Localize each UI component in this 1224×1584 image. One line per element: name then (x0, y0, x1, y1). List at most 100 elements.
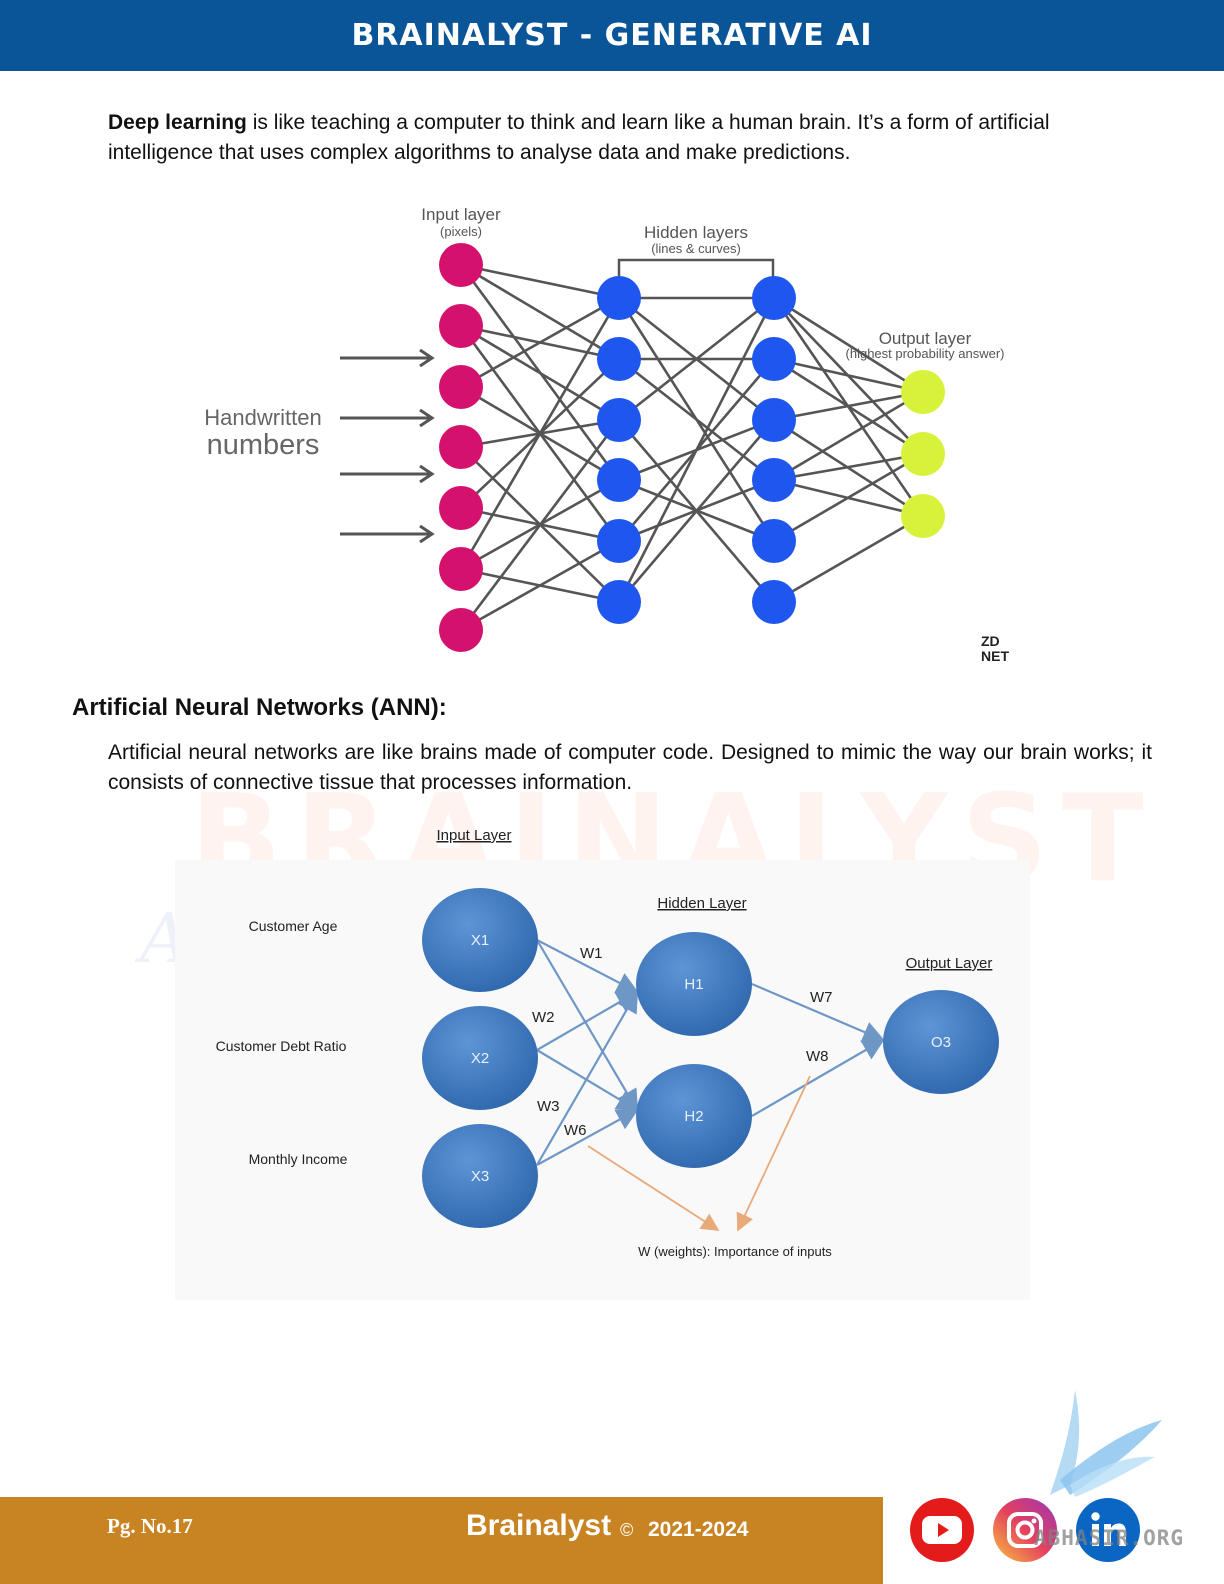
network-edge (618, 419, 775, 603)
intro-text: is like teaching a computer to think and… (108, 111, 1050, 164)
header-title: BRAINALYST - GENERATIVE AI (351, 18, 873, 53)
node-h2 (636, 1064, 752, 1168)
weight-w2: W2 (532, 1009, 555, 1026)
label-customer-debt-ratio: Customer Debt Ratio (216, 1038, 347, 1054)
input-layer-title: Input layer (421, 205, 501, 224)
network-edge (618, 357, 775, 482)
output-node (901, 494, 945, 538)
network-edge (459, 419, 621, 631)
output-layer-title: Output layer (879, 329, 972, 348)
node-x1 (422, 888, 538, 992)
hidden-node (597, 580, 641, 624)
network-edge (773, 296, 924, 394)
input-node (439, 486, 483, 530)
node-h2-label: H2 (684, 1108, 703, 1125)
node-o3-label: O3 (931, 1034, 951, 1051)
input-node (439, 547, 483, 591)
svg-text:ZD: ZD (981, 633, 1000, 649)
weight-w1: W1 (580, 945, 603, 962)
output-layer-heading: Output Layer (906, 955, 993, 972)
network-edge (773, 452, 924, 482)
network-edges (459, 263, 925, 632)
network-nodes (439, 243, 945, 652)
label-monthly-income: Monthly Income (249, 1151, 348, 1167)
hidden-node (597, 276, 641, 320)
intro-paragraph: Deep learning is like teaching a compute… (108, 108, 1152, 168)
network-edge (618, 296, 775, 422)
output-node (901, 370, 945, 414)
hidden-node (597, 337, 641, 381)
hidden-node (752, 458, 796, 502)
output-node (901, 432, 945, 476)
hidden-layers-bracket (617, 258, 775, 278)
network-edge (773, 357, 924, 394)
node-x3 (422, 1124, 538, 1228)
input-node (439, 425, 483, 469)
ann-paragraph: Artificial neural networks are like brai… (108, 741, 1152, 794)
network-edge (617, 297, 776, 603)
node-h1-label: H1 (684, 976, 703, 993)
node-x1-label: X1 (471, 932, 489, 949)
ann-diagram: Input Layer Hidden Layer Output Layer Cu… (175, 827, 1030, 1300)
label-customer-age: Customer Age (249, 918, 338, 934)
intro-bold-term: Deep learning (108, 111, 247, 134)
hidden-layers-subtitle: (lines & curves) (651, 241, 741, 256)
hidden-node (752, 580, 796, 624)
input-node (439, 243, 483, 287)
network-edge (460, 296, 620, 389)
ann-note-arrows (587, 1075, 811, 1232)
zdnet-logo: ZD NET (981, 633, 1009, 664)
bird-logo (1050, 1390, 1162, 1497)
network-edge (460, 539, 620, 632)
footer-brand: Brainalyst (466, 1509, 612, 1542)
hidden-node (752, 337, 796, 381)
page-header: BRAINALYST - GENERATIVE AI (0, 0, 1224, 71)
input-node (439, 365, 483, 409)
hidden-node (597, 398, 641, 442)
instagram-icon[interactable] (992, 1497, 1058, 1563)
linkedin-icon[interactable] (1075, 1497, 1141, 1563)
footer-years: 2021-2024 (648, 1518, 749, 1541)
page-footer (0, 1497, 883, 1584)
weights-note: W (weights): Importance of inputs (638, 1244, 832, 1259)
node-o3 (883, 990, 999, 1094)
site-watermark: ABHASIR.ORG (1034, 1526, 1185, 1550)
input-layer-subtitle: (pixels) (440, 224, 482, 239)
ann-background (175, 860, 1030, 1300)
hidden-node (752, 276, 796, 320)
hidden-layer-heading: Hidden Layer (657, 895, 746, 912)
ann-section-title: Artificial Neural Networks (ANN): (72, 694, 447, 721)
node-h1 (636, 932, 752, 1036)
hidden-layers-title: Hidden layers (644, 223, 748, 242)
weight-w6: W6 (564, 1122, 587, 1139)
handwritten-label: Handwritten (204, 405, 321, 430)
deep-learning-diagram: Input layer (pixels) Hidden layers (line… (204, 205, 1009, 664)
network-edge (460, 263, 620, 300)
ann-weight-edges (536, 939, 886, 1166)
node-x2-label: X2 (471, 1050, 489, 1067)
hidden-node (752, 398, 796, 442)
input-node (439, 608, 483, 652)
input-arrows (340, 348, 435, 544)
weight-w8: W8 (806, 1048, 829, 1065)
network-edge (459, 297, 621, 570)
node-x3-label: X3 (471, 1168, 489, 1185)
youtube-icon[interactable] (909, 1497, 975, 1563)
copyright-symbol: © (620, 1520, 634, 1540)
svg-text:NET: NET (981, 648, 1009, 664)
hidden-node (597, 519, 641, 563)
ann-nodes (422, 888, 999, 1228)
network-edge (773, 514, 924, 604)
weight-w7: W7 (810, 989, 833, 1006)
network-edge (460, 324, 620, 422)
numbers-label: numbers (207, 429, 320, 461)
weight-w3: W3 (537, 1098, 560, 1115)
input-node (439, 304, 483, 348)
node-x2 (422, 1006, 538, 1110)
input-layer-heading: Input Layer (436, 827, 511, 844)
output-layer-subtitle: (highest probability answer) (846, 346, 1005, 361)
network-edge (773, 452, 924, 543)
hidden-node (597, 458, 641, 502)
network-edge (773, 390, 924, 482)
page-number: Pg. No.17 (107, 1514, 193, 1538)
